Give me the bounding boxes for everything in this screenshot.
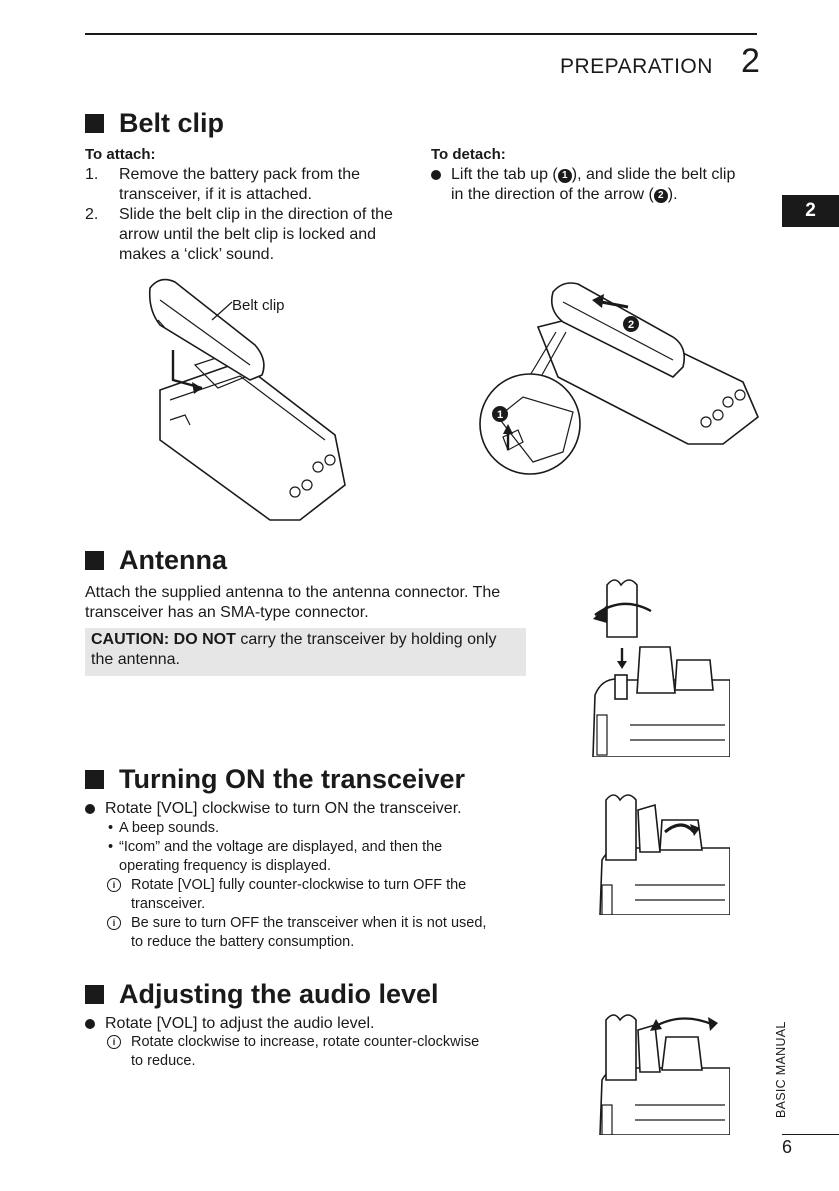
heading-square-icon bbox=[85, 985, 104, 1004]
belt-clip-heading: Belt clip bbox=[85, 108, 224, 139]
attach-title: To attach: bbox=[85, 146, 156, 163]
heading-square-icon bbox=[85, 114, 104, 133]
info-icon: i bbox=[107, 1035, 121, 1049]
heading-square-icon bbox=[85, 770, 104, 789]
turning-on-figure bbox=[599, 794, 730, 915]
page-rule bbox=[782, 1134, 839, 1135]
detach-title: To detach: bbox=[431, 146, 506, 163]
antenna-figure bbox=[592, 579, 730, 757]
side-label: BASIC MANUAL bbox=[774, 1021, 788, 1118]
chapter-number: 2 bbox=[741, 42, 760, 80]
bullet-dot-icon bbox=[85, 804, 95, 814]
info-icon: i bbox=[107, 878, 121, 892]
marker-2-icon: 2 bbox=[653, 189, 668, 203]
figure-marker-1: 1 bbox=[497, 409, 503, 421]
info-icon: i bbox=[107, 916, 121, 930]
antenna-text: Attach the supplied antenna to the anten… bbox=[85, 584, 501, 621]
chapter-title: PREPARATION bbox=[560, 55, 713, 78]
marker-1-icon: 1 bbox=[557, 169, 572, 183]
belt-clip-label: Belt clip bbox=[232, 297, 285, 314]
audio-heading: Adjusting the audio level bbox=[85, 979, 439, 1010]
belt-clip-attach-figure bbox=[148, 278, 346, 521]
audio-figure bbox=[599, 1014, 730, 1135]
chapter-tab: 2 bbox=[782, 195, 839, 227]
heading-square-icon bbox=[85, 551, 104, 570]
caution-box: CAUTION: DO NOT carry the transceiver by… bbox=[85, 628, 526, 676]
bullet-dot-icon bbox=[431, 170, 441, 180]
antenna-heading: Antenna bbox=[85, 545, 227, 576]
figure-marker-2: 2 bbox=[628, 319, 634, 331]
belt-clip-detach-figure: 2 1 bbox=[479, 282, 759, 475]
page-number: 6 bbox=[782, 1137, 793, 1157]
top-rule bbox=[85, 33, 757, 35]
bullet-dot-icon bbox=[85, 1019, 95, 1029]
turning-on-heading: Turning ON the transceiver bbox=[85, 764, 465, 795]
